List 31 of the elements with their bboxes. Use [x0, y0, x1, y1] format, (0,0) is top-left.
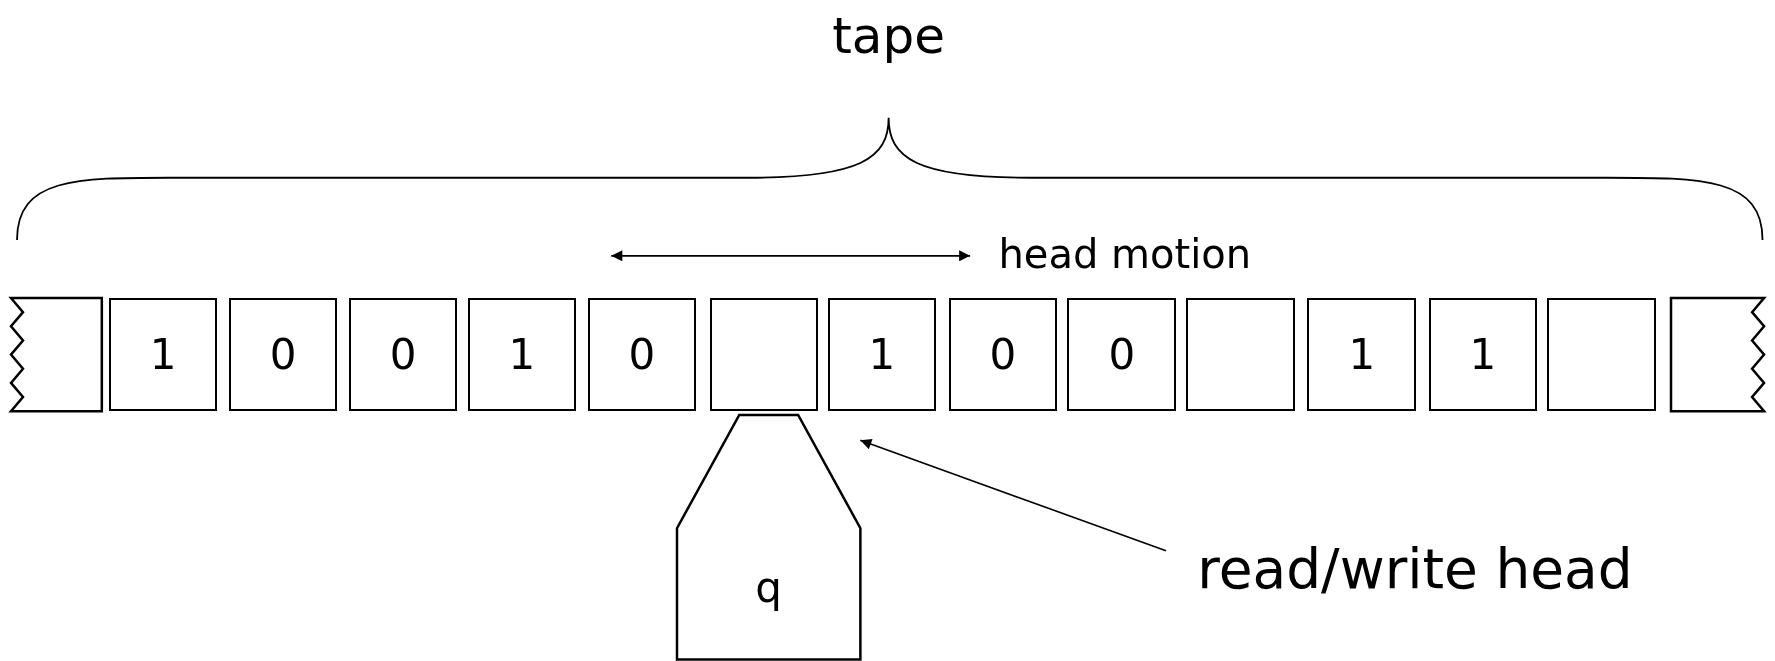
tape-cell — [1428, 297, 1538, 411]
tape-cell — [348, 297, 458, 411]
tape-cell — [587, 297, 697, 411]
tape-symbol: 1 — [508, 329, 536, 379]
tape-cell — [1307, 297, 1417, 411]
tape-symbol: 1 — [1469, 329, 1497, 379]
state-symbol: q — [755, 563, 782, 613]
tape-symbol: 1 — [1348, 329, 1376, 379]
empty-tape-cell — [1547, 297, 1657, 411]
arrow — [859, 438, 1167, 552]
tape-cell — [467, 297, 577, 411]
tape-cell — [1067, 297, 1177, 411]
motion-label: head motion — [998, 233, 1252, 274]
tape-symbol: 1 — [149, 329, 177, 379]
tape-cell — [827, 297, 937, 411]
tape-symbol: 0 — [628, 329, 656, 379]
empty-tape-cell — [709, 297, 819, 411]
tape-symbol: 0 — [269, 329, 297, 379]
torn-tape-end — [1670, 297, 1766, 411]
tape-symbol: 0 — [389, 329, 417, 379]
tape-cell — [228, 297, 338, 411]
tape-symbol: 0 — [989, 329, 1017, 379]
head-label: read/write head — [1197, 537, 1633, 602]
read-write-head-box — [676, 415, 861, 660]
empty-tape-cell — [1186, 297, 1295, 411]
tape-symbol: 1 — [868, 329, 896, 379]
torn-tape-end — [9, 297, 102, 411]
tape-cell — [108, 297, 218, 411]
tape-symbol: 0 — [1108, 329, 1136, 379]
tape-label: tape — [832, 11, 945, 62]
tape-cell — [948, 297, 1058, 411]
